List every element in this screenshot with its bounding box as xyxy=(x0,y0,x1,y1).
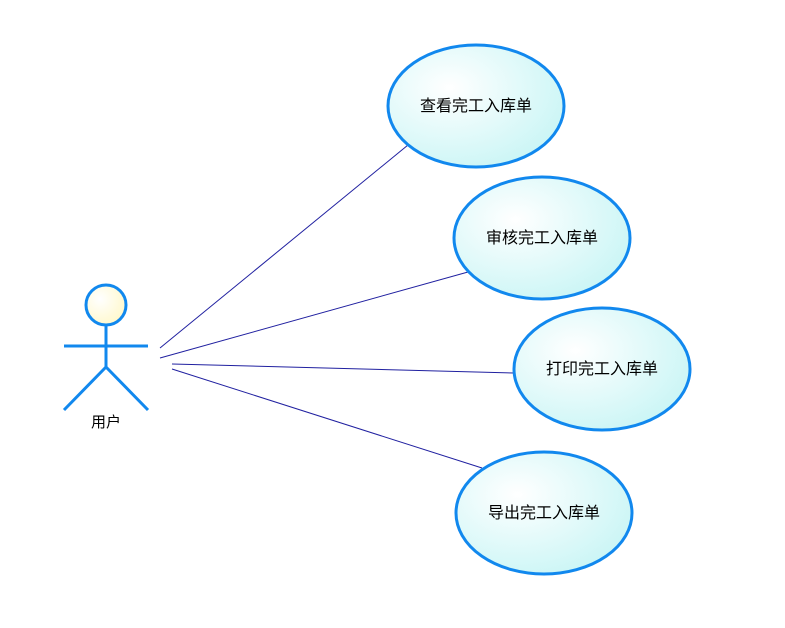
use-case-ellipse xyxy=(386,43,566,169)
use-case-view[interactable]: 查看完工入库单 xyxy=(386,43,566,169)
use-case-export[interactable]: 导出完工入库单 xyxy=(454,450,634,576)
use-case-ellipse xyxy=(512,306,692,432)
association-line-view xyxy=(159,144,409,349)
use-case-label: 导出完工入库单 xyxy=(488,503,600,522)
use-case-audit[interactable]: 审核完工入库单 xyxy=(452,175,632,301)
associations xyxy=(159,144,515,469)
use-case-ellipse xyxy=(452,175,632,301)
actor-left-leg xyxy=(62,365,108,412)
use-case-label: 查看完工入库单 xyxy=(420,96,532,115)
actor-label: 用户 xyxy=(91,413,121,431)
use-case-ellipse xyxy=(454,450,634,576)
actor-user[interactable]: 用户 xyxy=(62,283,150,431)
actor-right-leg xyxy=(104,365,150,412)
actor-head xyxy=(84,283,128,327)
association-line-print xyxy=(171,363,515,374)
use-case-label: 打印完工入库单 xyxy=(546,359,658,378)
use-case-label: 审核完工入库单 xyxy=(486,228,598,247)
use-case-print[interactable]: 打印完工入库单 xyxy=(512,306,692,432)
association-line-export xyxy=(171,368,483,469)
association-line-audit xyxy=(159,271,469,359)
